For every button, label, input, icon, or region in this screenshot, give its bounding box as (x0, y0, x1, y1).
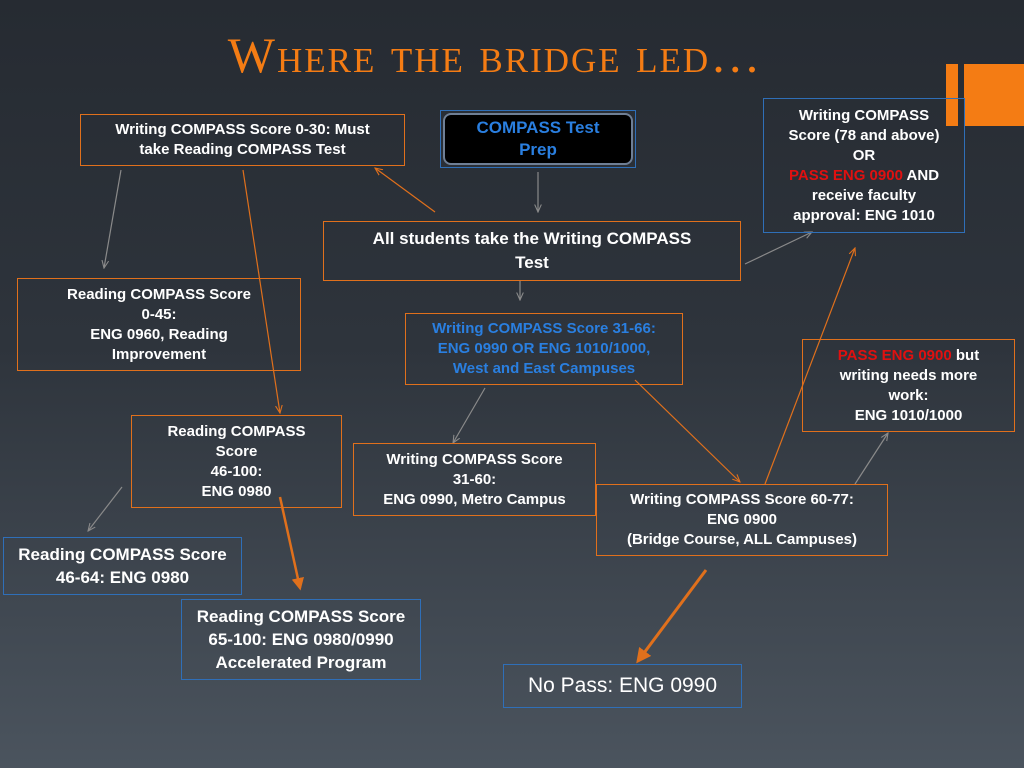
arrow-all-to-0-30 (375, 168, 436, 213)
box-line: ENG 0980 (201, 482, 272, 500)
box-line: 31-60: (452, 470, 497, 488)
reading-46-100-box: Reading COMPASS Score 46-100: ENG 0980 (131, 415, 342, 508)
box-line: OR (852, 146, 876, 164)
compass-test-prep-box: COMPASS Test Prep (440, 110, 636, 168)
writing-31-66-box: Writing COMPASS Score 31-66: ENG 0990 OR… (405, 313, 683, 385)
all-students-box: All students take the Writing COMPASS Te… (323, 221, 741, 281)
arrow-0-30-to-46-100 (242, 169, 280, 413)
writing-78-box: Writing COMPASS Score (78 and above) OR … (763, 98, 965, 233)
box-line: Reading COMPASS Score (18, 545, 227, 564)
arrow-60-77-to-pass (854, 433, 888, 485)
box-line: 46-100: (210, 462, 263, 480)
prep-line: Prep (519, 140, 557, 159)
arrow-all-to-78 (744, 232, 812, 265)
box-text: but (951, 346, 980, 364)
arrow-60-77-to-78 (764, 248, 855, 485)
writing-60-77-box: Writing COMPASS Score 60-77: ENG 0900 (B… (596, 484, 888, 556)
box-line: Writing COMPASS Score 60-77: (630, 491, 854, 508)
box-line: 0-45: (141, 305, 177, 323)
box-line: No Pass: ENG 0990 (527, 674, 718, 697)
arrow-0-30-to-0-45 (104, 169, 122, 268)
box-line: writing needs more (839, 366, 978, 384)
arrow-60-77-to-no-pass (636, 569, 708, 664)
box-line: work: (888, 386, 929, 404)
arrow-31-66-to-31-60 (453, 387, 486, 443)
box-line: Reading COMPASS Score (196, 607, 406, 626)
box-line: (Bridge Course, ALL Campuses) (626, 531, 858, 548)
box-line: Reading COMPASS Score (67, 285, 251, 303)
arrow-31-66-to-60-77 (634, 379, 740, 482)
box-line: ENG 0990 OR ENG 1010/1000, (437, 340, 651, 357)
box-line: ENG 0900 (706, 511, 778, 528)
writing-31-60-box: Writing COMPASS Score 31-60: ENG 0990, M… (353, 443, 596, 516)
reading-46-64-box: Reading COMPASS Score 46-64: ENG 0980 (3, 537, 242, 595)
box-line-mixed: PASS ENG 0900 but (838, 346, 979, 366)
no-pass-box: No Pass: ENG 0990 (503, 664, 742, 708)
prep-line: COMPASS Test (476, 118, 600, 137)
box-line: Improvement (111, 345, 207, 363)
reading-0-45-box: Reading COMPASS Score 0-45: ENG 0960, Re… (17, 278, 301, 371)
box-line: receive faculty (811, 186, 917, 204)
box-text: AND (902, 166, 940, 184)
slide-title: Where the bridge led… (227, 27, 763, 83)
box-line: Writing COMPASS Score (386, 450, 563, 468)
box-line: take Reading COMPASS Test (139, 141, 346, 158)
arrow-46-100-to-65-100 (278, 496, 304, 591)
pass-eng-0900-box: PASS ENG 0900 but writing needs more wor… (802, 339, 1015, 432)
reading-65-100-box: Reading COMPASS Score 65-100: ENG 0980/0… (181, 599, 421, 680)
box-line: Score (78 and above) (788, 126, 940, 144)
box-line: West and East Campuses (452, 360, 636, 377)
box-line: approval: ENG 1010 (793, 206, 935, 224)
box-line: ENG 0990, Metro Campus (383, 490, 566, 508)
box-line: Reading COMPASS (167, 422, 306, 440)
box-line: Score (215, 442, 258, 460)
box-line: ENG 0960, Reading (90, 325, 228, 343)
box-line: 46-64: ENG 0980 (55, 568, 190, 587)
box-line: Accelerated Program (215, 653, 387, 672)
decorative-bar-thin (946, 64, 958, 126)
writing-0-30-box: Writing COMPASS Score 0-30: Must take Re… (80, 114, 405, 166)
box-line: Writing COMPASS Score 31-66: (432, 320, 656, 337)
box-line: ENG 1010/1000 (854, 406, 963, 424)
box-line: 65-100: ENG 0980/0990 (208, 630, 394, 649)
red-text: PASS ENG 0900 (788, 166, 903, 184)
box-line-mixed: PASS ENG 0900 AND (789, 166, 939, 186)
box-line: Test (515, 253, 549, 272)
decorative-bar-wide (964, 64, 1024, 126)
box-line: Writing COMPASS (798, 106, 930, 124)
red-text: PASS ENG 0900 (837, 346, 952, 364)
arrow-46-100-to-46-64 (88, 486, 123, 531)
box-line: All students take the Writing COMPASS (372, 229, 692, 248)
box-line: Writing COMPASS Score 0-30: Must (115, 121, 370, 138)
